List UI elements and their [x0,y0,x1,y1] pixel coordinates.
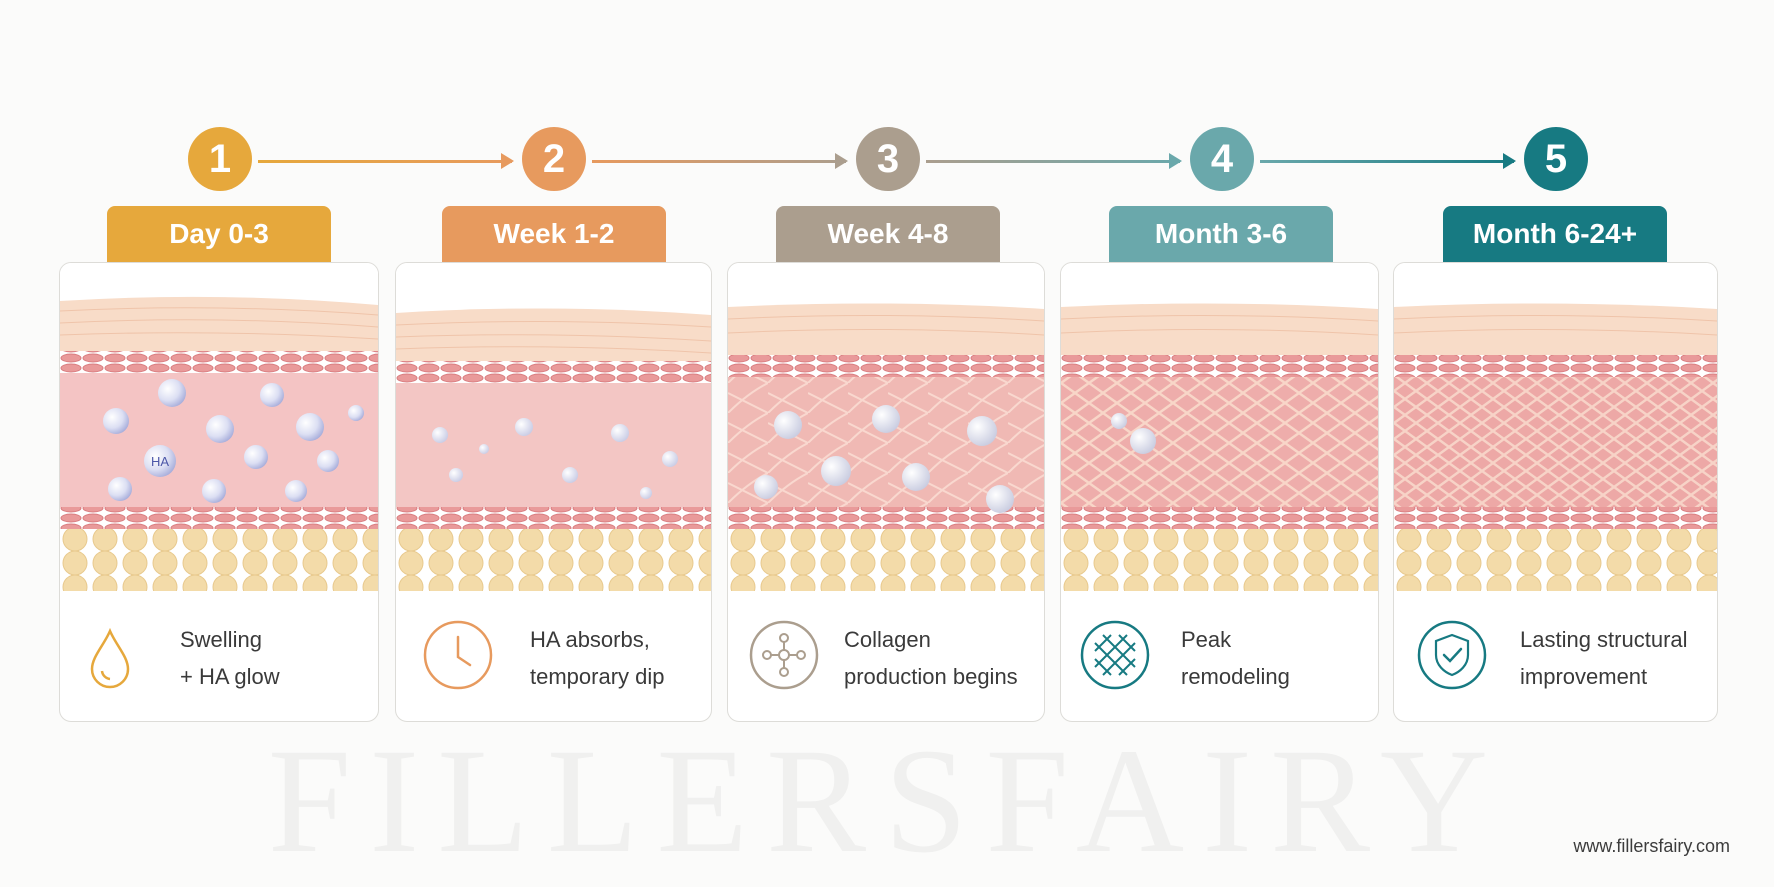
stage-card-4: Peak remodeling [1060,262,1379,722]
arrow-3-4 [926,153,1182,169]
stage-card-5: Lasting structural improvement [1393,262,1718,722]
clock-icon [422,619,494,691]
stage-caption-text-3: Collagen production begins [844,627,1018,689]
stage-caption-text-2: HA absorbs, temporary dip [530,627,665,689]
stage-caption-text-1: Swelling + HA glow [180,627,280,689]
ha-bubble-label: HA [151,454,169,469]
phase-tab-4: Month 3-6 [1109,206,1333,262]
water-drop-icon [74,619,146,691]
step-2-circle: 2 [522,127,586,191]
stage-caption-text-4: Peak remodeling [1181,627,1290,689]
molecule-icon [748,619,820,691]
shield-check-icon [1416,619,1488,691]
stage-card-2: HA absorbs, temporary dip [395,262,712,722]
skin-cross-section-4 [1061,263,1378,591]
stage-caption-text-5: Lasting structural improvement [1520,627,1688,689]
step-5-circle: 5 [1524,127,1588,191]
stage-caption-2: HA absorbs, temporary dip [396,615,711,695]
phase-tab-2: Week 1-2 [442,206,666,262]
mesh-icon [1079,619,1151,691]
arrow-2-3 [592,153,848,169]
skin-cross-section-5 [1394,263,1717,591]
step-1-circle: 1 [188,127,252,191]
arrow-1-2 [258,153,514,169]
skin-cross-section-2 [396,263,711,591]
arrow-4-5 [1260,153,1516,169]
brand-watermark: FILLERSFAIRY [267,718,1507,884]
stage-caption-3: Collagen production begins [728,615,1044,695]
stage-card-3: Collagen production begins [727,262,1045,722]
phase-tab-1: Day 0-3 [107,206,331,262]
skin-cross-section-1: HA [60,263,378,591]
step-4-circle: 4 [1190,127,1254,191]
timeline: 1 2 3 4 5 [0,0,1774,200]
stage-caption-4: Peak remodeling [1061,615,1378,695]
phase-tab-3: Week 4-8 [776,206,1000,262]
step-3-circle: 3 [856,127,920,191]
stage-card-1: HA Swelling + HA glow [59,262,379,722]
stage-caption-5: Lasting structural improvement [1394,615,1717,695]
stage-caption-1: Swelling + HA glow [60,615,378,695]
phase-tab-5: Month 6-24+ [1443,206,1667,262]
site-url: www.fillersfairy.com [1573,836,1730,856]
skin-cross-section-3 [728,263,1044,591]
